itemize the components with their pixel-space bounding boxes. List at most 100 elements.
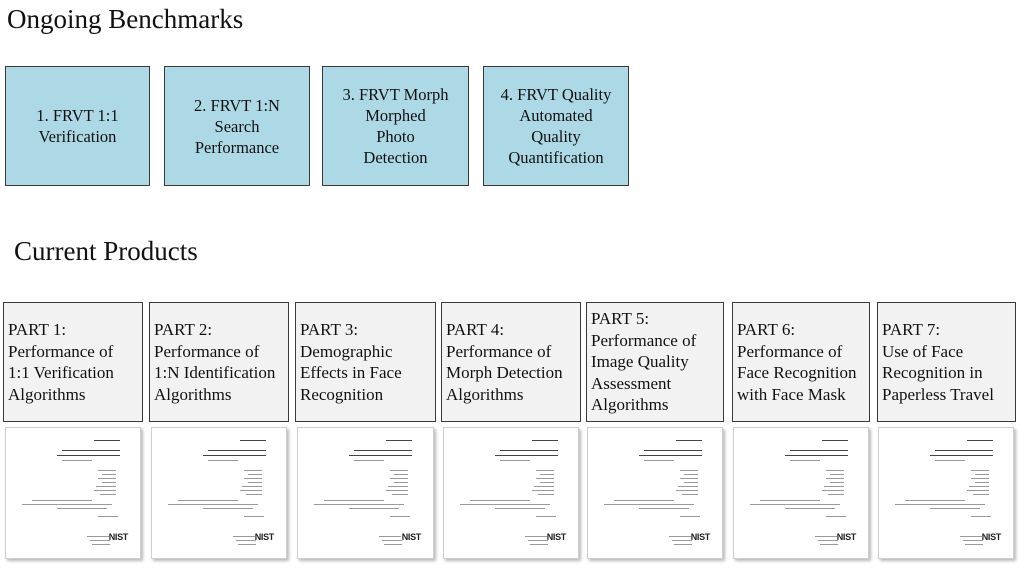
cover-text-line <box>820 544 838 545</box>
cover-text-line <box>62 460 92 461</box>
cover-text-line <box>822 440 848 441</box>
cover-text-line <box>930 508 980 509</box>
benchmark-box-1: 1. FRVT 1:1 Verification <box>5 66 150 186</box>
cover-text-line <box>460 504 550 505</box>
cover-text-line <box>92 544 110 545</box>
cover-text-line <box>394 474 408 475</box>
benchmark-label: 4. FRVT Quality Automated Quality Quanti… <box>500 85 612 167</box>
cover-text-line <box>760 500 820 501</box>
cover-text-line <box>168 504 258 505</box>
cover-text-line <box>532 490 554 491</box>
products-heading: Current Products <box>14 236 198 266</box>
cover-text-line <box>975 482 989 483</box>
nist-logo: NIST <box>401 532 422 542</box>
cover-text-line <box>203 508 253 509</box>
benchmark-box-2: 2. FRVT 1:N Search Performance <box>164 66 310 186</box>
cover-text-line <box>824 486 844 487</box>
cover-text-line <box>935 450 993 451</box>
cover-text-line <box>680 478 698 479</box>
cover-text-line <box>536 478 554 479</box>
cover-text-line <box>536 470 554 471</box>
benchmark-label: 2. FRVT 1:N Search Performance <box>194 95 280 157</box>
cover-text-line <box>394 482 408 483</box>
cover-text-line <box>895 504 985 505</box>
product-label: PART 6: Performance of Face Recognition … <box>737 320 857 404</box>
cover-text-line <box>470 500 530 501</box>
product-part-2: PART 2: Performance of 1:N Identificatio… <box>149 302 289 422</box>
cover-text-line <box>975 474 989 475</box>
cover-text-line <box>495 455 558 456</box>
product-part-3: PART 3: Demographic Effects in Face Reco… <box>295 302 436 422</box>
cover-text-line <box>500 450 558 451</box>
cover-text-line <box>965 544 983 545</box>
cover-text-line <box>349 508 399 509</box>
cover-text-line <box>233 536 255 537</box>
cover-text-line <box>244 516 264 517</box>
cover-text-line <box>382 540 402 541</box>
cover-text-line <box>390 478 408 479</box>
nist-logo: NIST <box>108 532 129 542</box>
cover-text-line <box>644 450 702 451</box>
report-cover-thumbnail: NIST <box>587 427 723 559</box>
cover-text-line <box>94 490 116 491</box>
cover-text-line <box>208 460 238 461</box>
cover-text-line <box>102 474 116 475</box>
report-cover-thumbnail: NIST <box>733 427 869 559</box>
cover-text-line <box>532 440 558 441</box>
cover-text-line <box>960 536 982 537</box>
report-cover-thumbnail: NIST <box>151 427 287 559</box>
cover-text-line <box>785 508 835 509</box>
product-label: PART 3: Demographic Effects in Face Reco… <box>300 320 402 404</box>
product-label: PART 5: Performance of Image Quality Ass… <box>591 309 697 415</box>
cover-text-line <box>785 455 848 456</box>
cover-text-line <box>750 504 840 505</box>
cover-text-line <box>639 455 702 456</box>
cover-text-line <box>538 494 554 495</box>
nist-logo: NIST <box>254 532 275 542</box>
product-part-6: PART 6: Performance of Face Recognition … <box>732 302 870 422</box>
cover-text-line <box>96 486 116 487</box>
report-cover-thumbnail: NIST <box>297 427 434 559</box>
cover-text-line <box>830 482 844 483</box>
cover-text-line <box>678 486 698 487</box>
cover-text-line <box>203 455 266 456</box>
cover-text-line <box>963 540 983 541</box>
cover-text-line <box>87 536 109 537</box>
cover-text-line <box>540 474 554 475</box>
cover-text-line <box>684 474 698 475</box>
cover-text-line <box>57 508 107 509</box>
nist-logo: NIST <box>836 532 857 542</box>
report-cover-thumbnail: NIST <box>5 427 141 559</box>
cover-text-line <box>354 460 384 461</box>
cover-text-line <box>22 504 112 505</box>
benchmark-box-3: 3. FRVT Morph Morphed Photo Detection <box>322 66 469 186</box>
product-label: PART 4: Performance of Morph Detection A… <box>446 320 563 404</box>
nist-logo: NIST <box>981 532 1002 542</box>
cover-text-line <box>971 470 989 471</box>
cover-text-line <box>682 494 698 495</box>
cover-text-line <box>98 470 116 471</box>
benchmark-box-4: 4. FRVT Quality Automated Quality Quanti… <box>483 66 629 186</box>
cover-text-line <box>822 490 844 491</box>
cover-text-line <box>100 494 116 495</box>
cover-text-line <box>248 482 262 483</box>
cover-text-line <box>826 516 846 517</box>
cover-text-line <box>94 440 120 441</box>
cover-text-line <box>386 490 408 491</box>
cover-text-line <box>676 490 698 491</box>
cover-text-line <box>528 540 548 541</box>
product-part-1: PART 1: Performance of 1:1 Verification … <box>3 302 143 422</box>
cover-text-line <box>90 540 110 541</box>
cover-text-line <box>639 508 689 509</box>
cover-text-line <box>240 440 266 441</box>
cover-text-line <box>790 460 820 461</box>
product-label: PART 7: Use of Face Recognition in Paper… <box>882 320 994 404</box>
cover-text-line <box>390 516 410 517</box>
product-part-5: PART 5: Performance of Image Quality Ass… <box>586 302 724 422</box>
benchmark-label: 3. FRVT Morph Morphed Photo Detection <box>342 85 449 167</box>
cover-text-line <box>534 486 554 487</box>
cover-text-line <box>614 500 674 501</box>
cover-text-line <box>818 540 838 541</box>
benchmarks-heading: Ongoing Benchmarks <box>7 4 244 34</box>
product-label: PART 1: Performance of 1:1 Verification … <box>8 320 114 404</box>
